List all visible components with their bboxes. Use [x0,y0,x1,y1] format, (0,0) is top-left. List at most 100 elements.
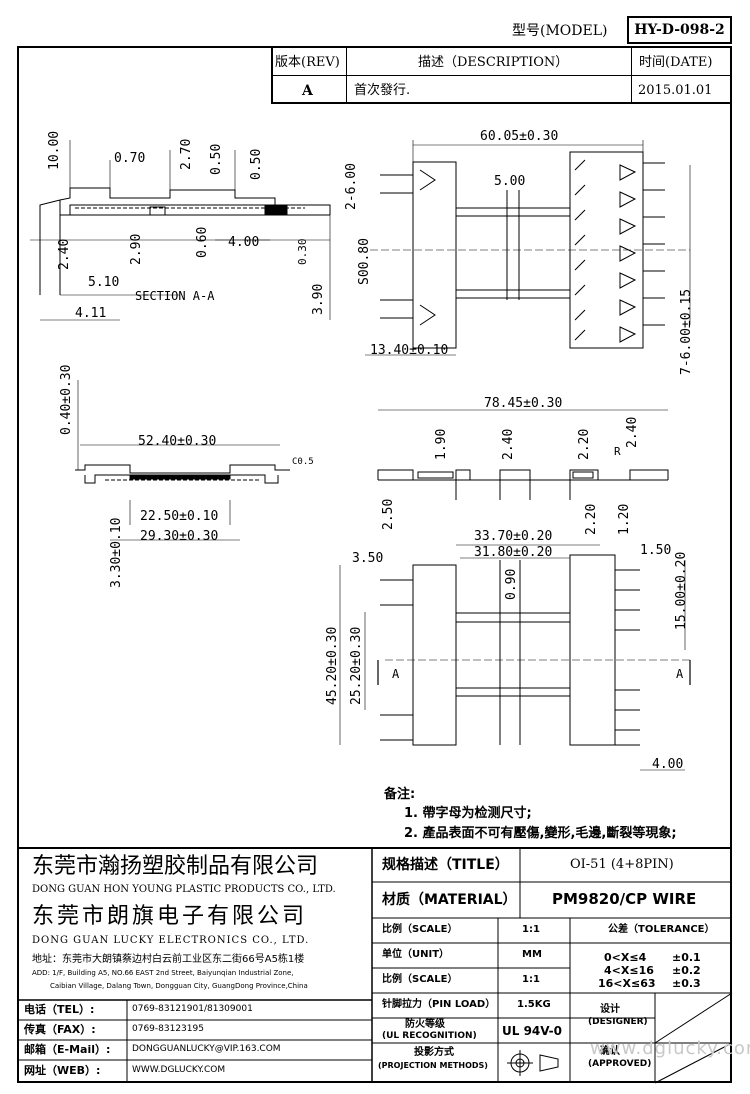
note-item-1: 1. 帶字母为检测尺寸; [404,806,532,821]
projection-label-1: 投影方式 [414,1047,454,1058]
model-label: 型号(MODEL) [512,23,608,39]
dim-s00-80: S00.80 [357,238,372,285]
scale2-label: 比例（SCALE） [382,974,458,985]
desc-value: 首次發行. [354,83,411,98]
contact-fax-value: 0769-83123195 [132,1024,204,1034]
ul-value: UL 94V-0 [502,1024,563,1038]
dim-2-50: 2.50 [381,498,396,530]
ul-label-1: 防火等级 [405,1019,445,1030]
dim-29-30: 29.30±0.30 [140,529,219,544]
scale-label: 比例（SCALE） [382,924,458,935]
contact-tel-label: 电话（TEL）: [24,1003,95,1016]
unit-label: 单位（UNIT） [382,949,450,960]
section-label: SECTION A-A [135,289,215,303]
scale-value: 1:1 [522,924,540,935]
projection-symbol-icon [507,1050,559,1076]
contact-email-value[interactable]: DONGGUANLUCKY@VIP.163.COM [132,1044,281,1054]
scale2-value: 1:1 [522,974,540,985]
dim-4-00a: 4.00 [228,235,260,250]
dim-1-90: 1.90 [434,428,449,460]
tol-value-2: ±0.2 [672,964,701,977]
contact-tel-value: 0769-83121901/81309001 [132,1004,253,1014]
date-label: 时间(DATE) [639,55,713,70]
dim-2-90: 2.90 [129,233,144,265]
company-name-2-en: DONG GUAN LUCKY ELECTRONICS CO., LTD. [32,935,310,946]
contact-email-label: 邮箱（E-Mail）: [24,1043,111,1056]
ul-label-2: (UL RECOGNITION) [382,1031,477,1041]
tol-range-2: 4<X≤16 [604,964,654,977]
dim-c0-5: C0.5 [292,457,314,467]
dim-60-05: 60.05±0.30 [480,129,559,144]
dim-33-70: 33.70±0.20 [474,529,553,544]
dim-3-50: 3.50 [352,551,384,566]
dim-52-40: 52.40±0.30 [138,434,217,449]
dim-0-70: 0.70 [114,151,146,166]
section-a-left: A [392,667,400,681]
contact-web-value[interactable]: WWW.DGLUCKY.COM [132,1065,226,1075]
dim-0-50b: 0.50 [249,148,264,180]
company-name-1-en: DONG GUAN HON YOUNG PLASTIC PRODUCTS CO.… [32,884,336,895]
designer-label-2: (DESIGNER) [588,1017,648,1027]
contact-web-label: 网址（WEB）: [24,1064,101,1077]
dim-7-6-00: 7-6.00±0.15 [679,288,694,375]
projection-label-2: (PROJECTION METHODS) [378,1061,488,1070]
notes-title: 备注: [384,787,416,802]
company-name-1-cn: 东莞市瀚扬塑胶制品有限公司 [32,854,319,879]
approved-label-2: (APPROVED) [588,1059,652,1069]
dim-15-00: 15.00±0.20 [674,551,689,630]
company-name-2-cn: 东莞市朗旗电子有限公司 [32,904,308,929]
dim-31-80: 31.80±0.20 [474,545,553,560]
rev-divider-v1 [346,46,347,104]
note-item-2: 2. 產品表面不可有壓傷,變形,毛邊,斷裂等現象; [404,826,677,841]
company-address-en-1: ADD: 1/F, Building A5, NO.66 EAST 2nd St… [32,969,294,977]
top-view [365,140,691,356]
title-block-lines [17,847,733,1084]
model-value-text: HY-D-098-2 [634,22,725,38]
desc-label: 描述（DESCRIPTION） [418,55,569,70]
company-address-en-2: Caibian Village, Dalang Town, Dongguan C… [50,982,308,990]
dim-78-45: 78.45±0.30 [484,396,563,411]
section-a-a-view [30,140,331,321]
dim-2-40b: 2.40 [501,428,516,460]
title-value: OI-51 (4+8PIN) [570,857,674,872]
dim-2-70: 2.70 [179,138,194,170]
side-view [75,380,290,541]
dim-1-50: 1.50 [640,543,672,558]
tol-range-3: 16<X≤63 [598,977,656,990]
watermark: www.dglucky.com [590,1038,750,1059]
dim-10-00: 10.00 [47,130,62,170]
bottom-plan-view [339,544,691,771]
dim-3-90: 3.90 [311,283,326,315]
material-value: PM9820/CP WIRE [552,890,697,908]
dim-2-6-00: 2-6.00 [344,163,359,210]
material-label: 材质（MATERIAL） [382,892,517,908]
dim-4-00b: 4.00 [652,757,684,772]
date-value: 2015.01.01 [638,83,713,98]
dim-4-11: 4.11 [75,306,107,321]
dim-2-20b: 2.20 [584,503,599,535]
dim-2-40a: 2.40 [57,238,72,270]
dim-r: R [614,445,621,458]
front-view [377,409,669,500]
dim-0-60: 0.60 [195,226,210,258]
dim-0-30: 0.30 [296,238,309,266]
dim-0-40: 0.40±0.30 [59,364,74,435]
dim-1-20: 1.20 [617,503,632,535]
rev-value: A [302,83,313,99]
tol-value-1: ±0.1 [672,951,701,964]
dim-2-40c: 2.40 [625,416,640,448]
pin-load-value: 1.5KG [517,999,551,1010]
tolerance-label: 公差（TOLERANCE） [608,924,715,935]
tol-range-1: 0<X≤4 [604,951,647,964]
contact-fax-label: 传真（FAX）: [24,1023,96,1036]
company-address-cn: 地址：东莞市大朗镇蔡边村白云前工业区东二街66号A5栋1楼 [32,954,305,965]
dim-5-10: 5.10 [88,275,120,290]
dim-5-00: 5.00 [494,174,526,189]
dim-0-90: 0.90 [504,568,519,600]
dim-0-50a: 0.50 [209,143,224,175]
dim-3-30: 3.30±0.10 [109,517,124,588]
unit-value: MM [522,949,542,960]
section-a-right: A [676,667,684,681]
title-label: 规格描述（TITLE） [382,857,509,873]
